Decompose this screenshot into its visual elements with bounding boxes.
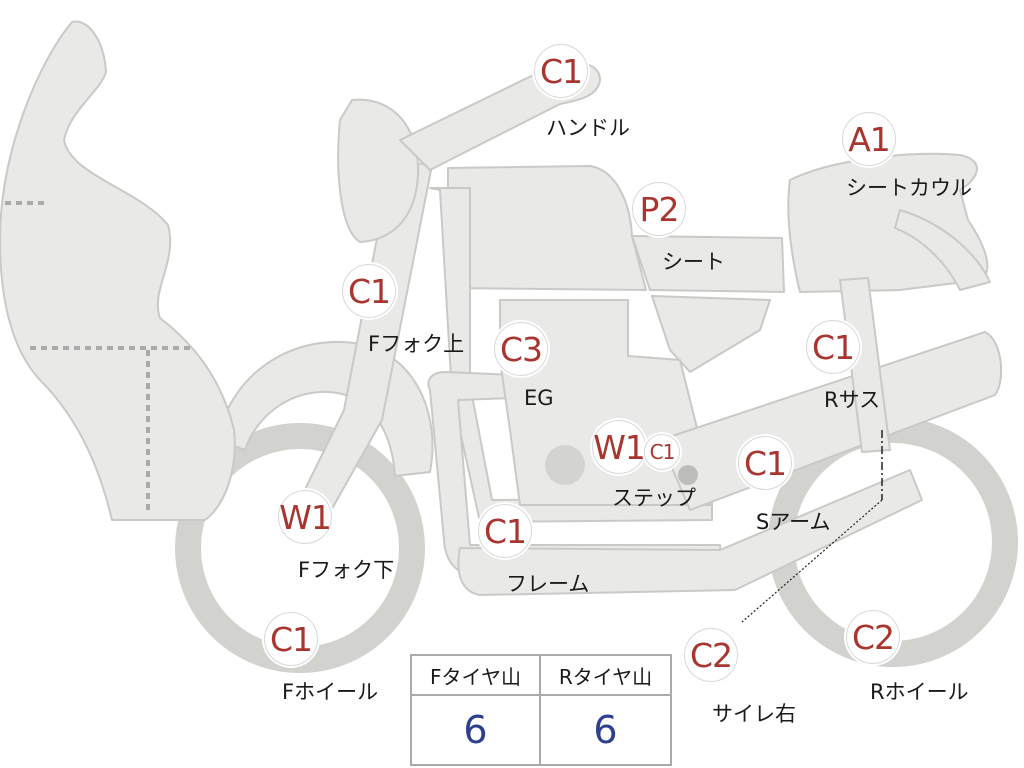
leader-line — [741, 499, 883, 623]
engine-cover-shape — [545, 445, 585, 485]
part-label-frame: フレーム — [506, 572, 590, 596]
front-fairing-shape — [0, 20, 236, 521]
seat-shape — [631, 235, 785, 293]
exhaust-shape — [457, 469, 923, 596]
part-label-r-wheel: Rホイール — [870, 680, 969, 704]
part-label-engine: EG — [524, 386, 554, 410]
grade-badge-seat: P2 — [632, 182, 686, 236]
side-panel-shape — [651, 295, 771, 373]
table-header-rear-tread: Rタイヤ山 — [541, 656, 670, 696]
grade-badge-muffler-right: C2 — [684, 628, 738, 682]
grade-badge-f-fork-lower: W1 — [278, 490, 332, 544]
part-label-r-suspension: Rサス — [824, 388, 881, 412]
frame-shape — [429, 187, 713, 523]
grade-badge-r-suspension: C1 — [806, 320, 860, 374]
rear-tread-value: 6 — [593, 708, 618, 752]
fuel-tank-shape — [447, 165, 647, 291]
tire-tread-table: Fタイヤ山 Rタイヤ山 6 6 — [410, 654, 672, 766]
part-label-f-wheel: Fホイール — [282, 680, 379, 704]
grade-badge-step-secondary: C1 — [644, 434, 680, 470]
grade-badge-engine: C3 — [494, 322, 548, 376]
part-label-swing-arm: Sアーム — [756, 510, 831, 534]
part-label-handle: ハンドル — [546, 116, 630, 140]
grade-badge-f-fork-upper: C1 — [342, 264, 396, 318]
grade-badge-r-wheel: C2 — [846, 610, 900, 664]
grade-badge-step: W1 — [592, 420, 646, 474]
part-label-f-fork-upper: Fフォク上 — [368, 332, 465, 356]
headlight-shape — [337, 98, 420, 243]
step-peg-shape — [678, 465, 698, 485]
grade-badge-handle: C1 — [534, 44, 588, 98]
grade-badge-f-wheel: C1 — [264, 612, 318, 666]
part-label-seat: シート — [662, 250, 725, 274]
front-tread-value: 6 — [412, 696, 541, 764]
grade-badge-frame: C1 — [478, 504, 532, 558]
rear-shock-shape — [839, 277, 891, 453]
part-label-f-fork-lower: Fフォク下 — [298, 558, 395, 582]
part-label-step: ステップ — [612, 486, 696, 510]
part-label-muffler-right: サイレ右 — [712, 702, 796, 726]
tail-shape — [894, 209, 991, 291]
table-header-front-tread: Fタイヤ山 — [412, 656, 541, 696]
part-label-seat-cowl: シートカウル — [846, 176, 972, 200]
grade-badge-seat-cowl: A1 — [842, 112, 896, 166]
grade-badge-swing-arm: C1 — [738, 436, 792, 490]
